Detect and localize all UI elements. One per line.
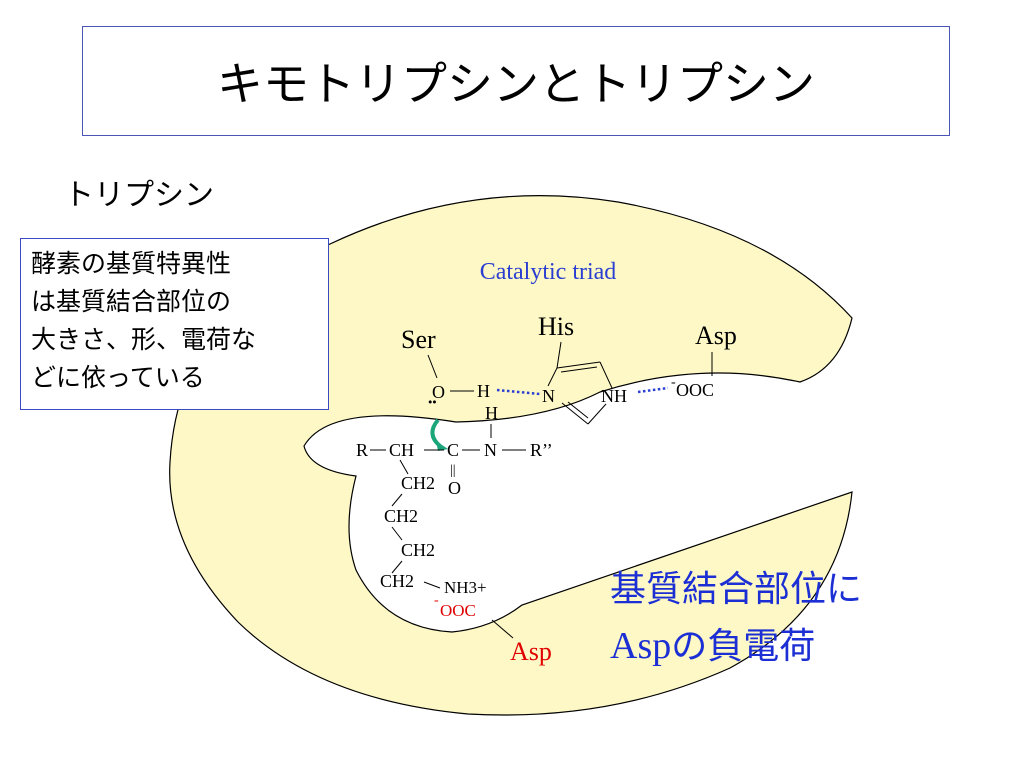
his-ring-nh: NH (601, 386, 627, 406)
conclusion-rest: の負電荷 (671, 626, 816, 667)
asp-bottom-bond (491, 619, 514, 639)
ser-hydrogen: H (477, 381, 490, 401)
arrow-head (436, 441, 448, 451)
bond-ch2-3-4 (391, 560, 403, 574)
substrate-ch: CH (389, 440, 414, 460)
ammonium-group: NH3+ (444, 578, 487, 597)
side-chain-ch2-4: CH2 (380, 571, 414, 591)
substrate-r-right: R’’ (530, 440, 553, 460)
callout-line-2: は基質結合部位の (31, 287, 232, 316)
his-bond (556, 341, 562, 369)
carbonyl-double-bond: || (450, 463, 456, 478)
hbond-ser-his (496, 388, 541, 396)
amide-hydrogen: H (485, 403, 498, 423)
conclusion-text: 基質結合部位に Aspの負電荷 (610, 562, 862, 675)
substrate-r-left: R (356, 440, 368, 460)
specificity-callout: 酵素の基質特異性 は基質結合部位の 大きさ、形、電荷な どに依っている (20, 238, 329, 410)
asp-bottom-carboxylate: OOC (440, 601, 476, 620)
carbonyl-oxygen: O (448, 478, 461, 498)
hbond-his-asp (637, 386, 669, 394)
side-chain-ch2-1: CH2 (401, 473, 435, 493)
side-chain-ch2-2: CH2 (384, 506, 418, 526)
title-box: キモトリプシンとトリプシン (82, 26, 950, 136)
conclusion-line-1: 基質結合部位に (610, 569, 863, 610)
his-ring-n: N (542, 386, 555, 406)
ser-label: Ser (401, 325, 436, 354)
callout-line-3: 大きさ、形、電荷な (31, 325, 257, 354)
bond-ch2-2-3 (391, 526, 403, 541)
bond-ch2-nh3 (423, 581, 441, 589)
his-label: His (538, 312, 574, 341)
slide-subtitle: トリプシン (64, 178, 214, 213)
catalytic-triad-label: Catalytic triad (480, 259, 617, 285)
amide-nitrogen: N (484, 440, 497, 460)
bond-ch-ch2-1 (399, 459, 409, 475)
imidazole-ring (547, 361, 613, 425)
asp-top-label: Asp (695, 321, 737, 350)
carbonyl-carbon: C (447, 440, 459, 460)
asp-bottom-label: Asp (510, 637, 552, 666)
slide-title: キモトリプシンとトリプシン (217, 57, 815, 111)
conclusion-asp: Asp (610, 625, 672, 667)
side-chain-ch2-3: CH2 (401, 540, 435, 560)
asp-top-carboxylate: OOC (676, 380, 714, 400)
asp-top-minus: - (671, 375, 676, 390)
bond-ch2-1-2 (391, 493, 403, 507)
callout-line-4: どに依っている (31, 363, 205, 392)
ser-oxygen: O (432, 382, 445, 402)
enzyme-pocket-shape (169, 195, 853, 716)
callout-line-1: 酵素の基質特異性 (31, 249, 232, 278)
conclusion-line-2: Aspの負電荷 (610, 618, 862, 675)
lone-pair-dots: ¨ (428, 395, 437, 424)
ser-bond (427, 354, 438, 379)
asp-bottom-minus: - (434, 593, 439, 608)
